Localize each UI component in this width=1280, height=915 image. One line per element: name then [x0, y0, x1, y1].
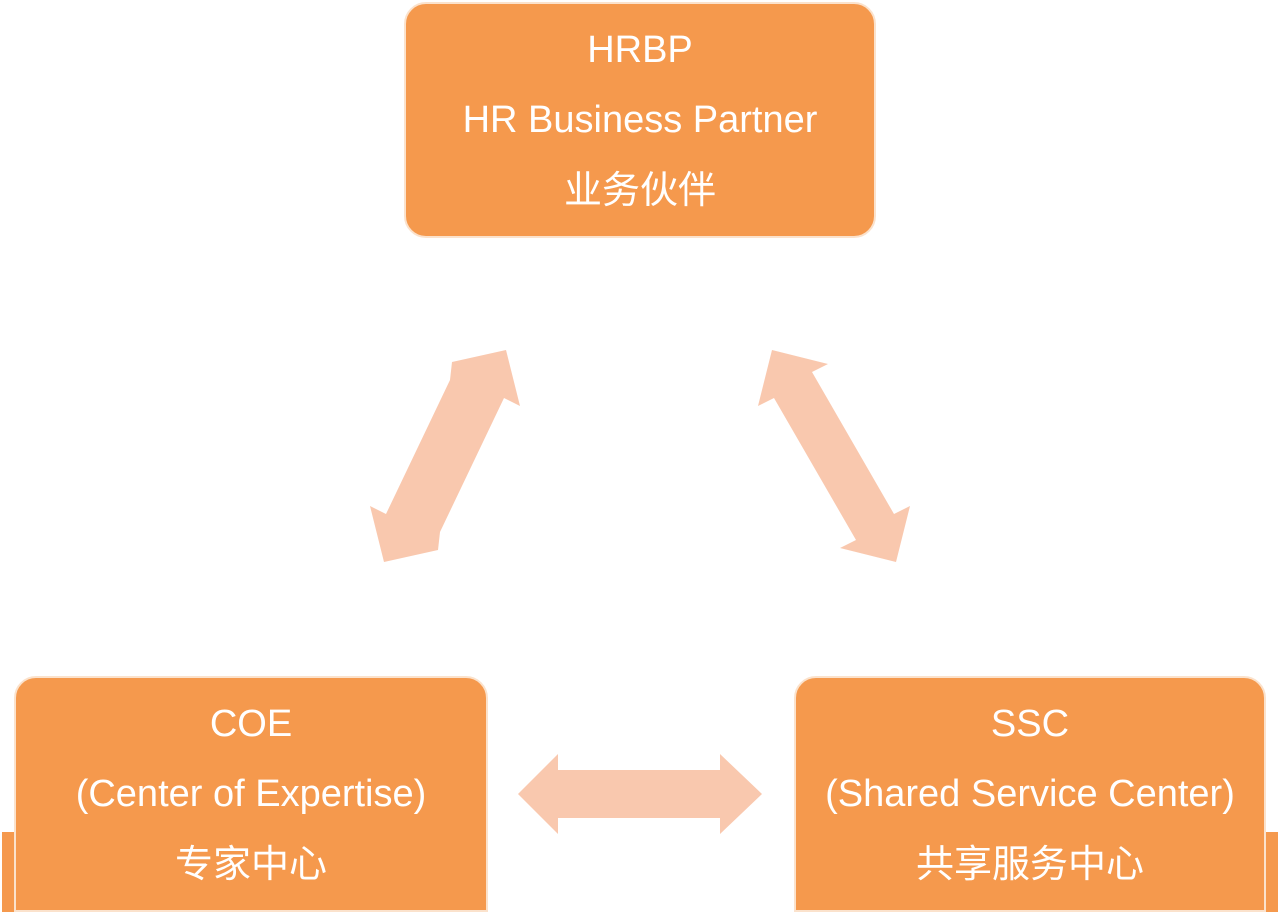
node-ssc-chinese-name: 共享服务中心 [915, 842, 1144, 886]
node-ssc-full-name: (Shared Service Center) [825, 773, 1235, 815]
double-arrow-hrbp-ssc [758, 350, 910, 562]
node-coe-abbr: COE [209, 703, 293, 745]
node-coe: COE (Center of Expertise) 专家中心 [14, 676, 488, 912]
node-hrbp-chinese-name: 业务伙伴 [563, 168, 716, 212]
node-coe-full-name: (Center of Expertise) [75, 773, 427, 815]
double-arrow-hrbp-coe [370, 350, 520, 562]
node-hrbp: HRBP HR Business Partner 业务伙伴 [404, 2, 876, 238]
node-ssc-abbr: SSC [990, 703, 1070, 745]
node-hrbp-full-name: HR Business Partner [462, 99, 818, 141]
double-arrow-coe-ssc [518, 754, 762, 834]
node-hrbp-abbr: HRBP [587, 29, 693, 71]
node-ssc-right-tab [1264, 832, 1278, 912]
node-ssc: SSC (Shared Service Center) 共享服务中心 [794, 676, 1266, 912]
node-coe-chinese-name: 专家中心 [174, 842, 327, 886]
node-coe-left-tab [2, 832, 16, 912]
